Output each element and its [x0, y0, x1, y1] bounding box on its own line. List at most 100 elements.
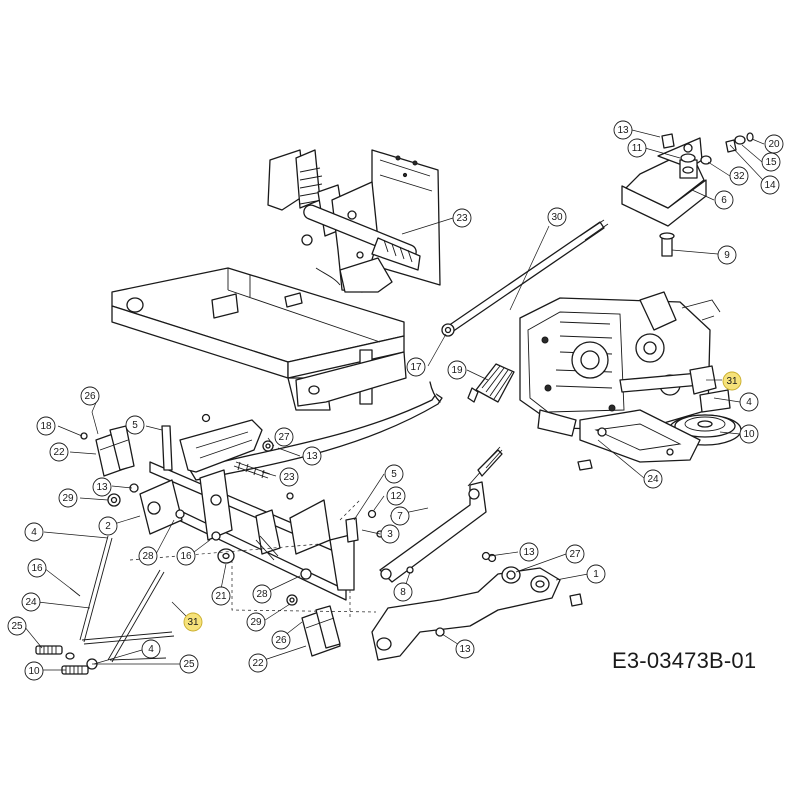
callout-c2: 2 — [98, 516, 118, 536]
callout-c13a: 13 — [613, 120, 633, 140]
callout-circle — [722, 371, 742, 391]
callout-circle — [36, 416, 56, 436]
callout-label: 27 — [569, 549, 581, 560]
transaxle-assembly — [519, 291, 742, 471]
callout-label: 5 — [391, 469, 397, 480]
callout-circle — [380, 524, 400, 544]
callout-label: 21 — [215, 591, 227, 602]
callout-c13b: 13 — [302, 446, 322, 466]
callout-c8: 8 — [393, 582, 413, 602]
callout-circle — [384, 464, 404, 484]
callout-c22b: 22 — [248, 653, 268, 673]
callout-c12: 12 — [386, 486, 406, 506]
callout-label: 13 — [306, 451, 318, 462]
callout-circle — [455, 639, 475, 659]
callout-circle — [252, 584, 272, 604]
callout-label: 1 — [593, 569, 599, 580]
callout-c29b: 29 — [246, 612, 266, 632]
bracket-22-left — [80, 425, 135, 477]
callout-label: 18 — [40, 421, 52, 432]
rod-assembly-lower-left — [35, 535, 175, 675]
callout-circle — [547, 207, 567, 227]
callout-c17: 17 — [406, 357, 426, 377]
callout-c4c: 4 — [141, 639, 161, 659]
callout-circle — [279, 467, 299, 487]
callout-c25a: 25 — [7, 616, 27, 636]
callout-label: 25 — [11, 621, 23, 632]
callout-label: 4 — [746, 397, 752, 408]
callout-label: 11 — [632, 143, 643, 154]
callout-c26b: 26 — [271, 630, 291, 650]
callout-c29a: 29 — [58, 488, 78, 508]
callout-c9: 9 — [717, 245, 737, 265]
callout-circle — [141, 639, 161, 659]
callout-c24a: 24 — [643, 469, 663, 489]
callout-label: 27 — [278, 432, 290, 443]
callout-c23a: 23 — [452, 208, 472, 228]
callout-label: 4 — [31, 527, 37, 538]
callout-label: 23 — [283, 472, 295, 483]
callout-circle — [24, 522, 44, 542]
callout-circle — [24, 661, 44, 681]
callout-label: 22 — [53, 447, 65, 458]
callout-c5b: 5 — [384, 464, 404, 484]
callout-circle — [7, 616, 27, 636]
rod-30 — [441, 219, 609, 337]
callout-label: 22 — [252, 658, 264, 669]
callout-label: 24 — [25, 597, 37, 608]
callout-circle — [27, 558, 47, 578]
callout-circle — [92, 477, 112, 497]
callout-circle — [302, 446, 322, 466]
callout-label: 10 — [743, 429, 755, 440]
callout-c28b: 28 — [252, 584, 272, 604]
callout-c26a: 26 — [80, 386, 100, 406]
callout-c31a: 31 — [722, 371, 742, 391]
callout-c19: 19 — [447, 360, 467, 380]
callout-label: 3 — [387, 529, 393, 540]
callout-circle — [764, 134, 784, 154]
callout-label: 24 — [647, 474, 659, 485]
callout-c11: 11 — [627, 138, 647, 158]
callout-c5a: 5 — [125, 415, 145, 435]
callout-circle — [714, 190, 734, 210]
callout-label: 26 — [275, 635, 287, 646]
callout-circle — [717, 245, 737, 265]
pedal-19 — [467, 363, 515, 403]
callout-label: 19 — [451, 365, 463, 376]
callout-c16a: 16 — [176, 546, 196, 566]
callout-c24b: 24 — [21, 592, 41, 612]
callout-c7: 7 — [390, 506, 410, 526]
callout-circle — [138, 546, 158, 566]
callout-circle — [760, 175, 780, 195]
callout-label: 15 — [765, 157, 777, 168]
callout-circle — [386, 486, 406, 506]
drawing-reference-code: E3-03473B-01 — [612, 648, 757, 673]
callout-label: 4 — [148, 644, 154, 655]
callout-c10b: 10 — [24, 661, 44, 681]
callout-c22a: 22 — [49, 442, 69, 462]
callout-circle — [390, 506, 410, 526]
callout-circle — [211, 586, 231, 606]
callout-label: 20 — [768, 139, 780, 150]
callout-label: 2 — [105, 521, 111, 532]
bracket-6 — [621, 132, 754, 257]
callout-label: 7 — [397, 511, 403, 522]
callout-circle — [739, 392, 759, 412]
callout-label: 14 — [764, 180, 776, 191]
callout-label: 29 — [62, 493, 74, 504]
pedal-1 — [371, 553, 583, 661]
callout-circle — [565, 544, 585, 564]
callout-c4a: 4 — [739, 392, 759, 412]
callout-c23b: 23 — [279, 467, 299, 487]
callout-circle — [98, 516, 118, 536]
callout-circle — [248, 653, 268, 673]
callout-label: 26 — [84, 391, 96, 402]
callout-circle — [393, 582, 413, 602]
callout-c15: 15 — [761, 152, 781, 172]
callout-circle — [586, 564, 606, 584]
callout-c21: 21 — [211, 586, 231, 606]
callout-label: 25 — [183, 659, 195, 670]
callout-c13c: 13 — [92, 477, 112, 497]
callout-label: 13 — [459, 644, 471, 655]
